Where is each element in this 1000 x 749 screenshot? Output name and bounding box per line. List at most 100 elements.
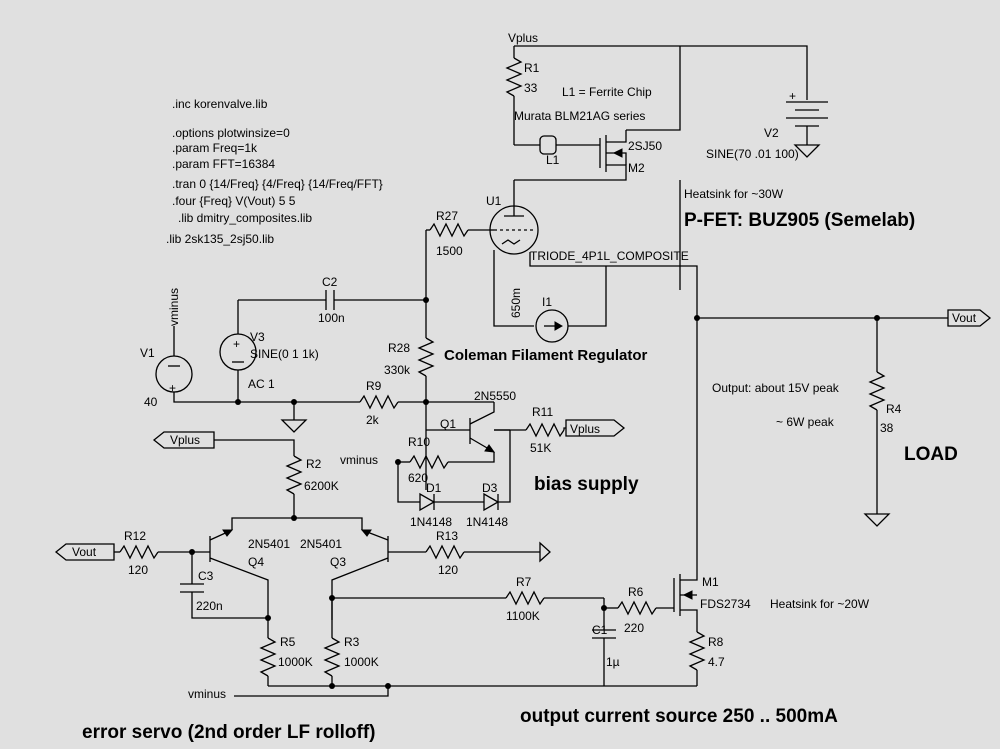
c2-value: 100n <box>318 311 345 325</box>
directive-tran: .tran 0 {14/Freq} {4/Freq} {14/Freq/FFT} <box>172 177 383 191</box>
v1-plus: + <box>169 381 176 395</box>
directive-options: .options plotwinsize=0 <box>172 126 290 140</box>
q3-value: 2N5401 <box>300 537 342 551</box>
net-label-vminus-v1: vminus <box>167 288 181 326</box>
voltage-source-v3: + V3 SINE(0 1 1k) AC 1 <box>219 300 319 402</box>
net-label-vminus-bias: vminus <box>340 453 378 467</box>
directive-lib-2sk135: .lib 2sk135_2sj50.lib <box>166 232 274 246</box>
resistor-r6: R6 220 <box>604 585 674 635</box>
current-source-i1: I1 650m <box>493 250 607 343</box>
r13-value: 120 <box>438 563 458 577</box>
directive-four: .four {Freq} V(Vout) 5 5 <box>172 194 296 208</box>
resistor-r3: R3 1000K <box>323 595 379 686</box>
r12-value: 120 <box>128 563 148 577</box>
c1-value: 1µ <box>606 655 620 669</box>
c1-ref: C1 <box>592 623 608 637</box>
vminus-rail: vminus <box>188 683 697 701</box>
d1-ref: D1 <box>426 481 442 495</box>
r8-value: 4.7 <box>708 655 725 669</box>
resistor-r2: R2 6200K <box>285 455 339 521</box>
bias-supply-label: bias supply <box>534 474 639 495</box>
r6-value: 220 <box>624 621 644 635</box>
m2-value: 2SJ50 <box>628 139 662 153</box>
resistor-r8: R8 4.7 <box>688 631 725 686</box>
r9-ref: R9 <box>366 379 382 393</box>
resistor-r28: R28 330k <box>384 300 435 402</box>
wire-cathode <box>529 252 698 565</box>
resistor-r13: R13 120 <box>425 529 551 577</box>
m2-ref: M2 <box>628 161 645 175</box>
resistor-r9: R9 2k <box>359 379 429 427</box>
u1-value: TRIODE_4P1L_COMPOSITE <box>530 249 689 263</box>
vplus-rail: Vplus <box>508 31 808 131</box>
net-label-vout-left: Vout <box>72 545 97 559</box>
resistor-r12: Vout R12 120 <box>54 529 210 577</box>
directive-param-freq: .param Freq=1k <box>172 141 258 155</box>
m1-ref: M1 <box>702 575 719 589</box>
i1-value: 650m <box>509 288 523 318</box>
ground-input <box>280 399 308 433</box>
capacitor-c2: C2 100n <box>238 275 429 325</box>
voltage-source-v1: + vminus V1 40 <box>140 288 360 409</box>
r5-value: 1000K <box>278 655 313 669</box>
d3-ref: D3 <box>482 481 498 495</box>
r3-ref: R3 <box>344 635 360 649</box>
r11-ref: R11 <box>532 405 553 419</box>
r3-value: 1000K <box>344 655 379 669</box>
r27-ref: R27 <box>436 209 458 223</box>
q1-ref: Q1 <box>440 417 456 431</box>
i1-ref: I1 <box>542 295 552 309</box>
r10-ref: R10 <box>408 435 430 449</box>
transistor-q4: 2N5401 Q4 <box>209 517 294 620</box>
q1-value: 2N5550 <box>474 389 516 403</box>
u1-ref: U1 <box>486 194 502 208</box>
v2-ref: V2 <box>764 126 779 140</box>
l1-note-1: L1 = Ferrite Chip <box>562 85 652 99</box>
r8-ref: R8 <box>708 635 724 649</box>
c3-value: 220n <box>196 599 223 613</box>
l1-ref: L1 <box>546 153 560 167</box>
directive-lib-composites: .lib dmitry_composites.lib <box>178 211 312 225</box>
pfet-note: P-FET: BUZ905 (Semelab) <box>684 210 915 231</box>
v3-ac: AC 1 <box>248 377 275 391</box>
r2-ref: R2 <box>306 457 322 471</box>
c2-ref: C2 <box>322 275 338 289</box>
spice-directives: .inc korenvalve.lib .options plotwinsize… <box>166 97 383 246</box>
v1-ref: V1 <box>140 346 155 360</box>
q4-value: 2N5401 <box>248 537 290 551</box>
r2-value: 6200K <box>304 479 339 493</box>
directive-inc: .inc korenvalve.lib <box>172 97 268 111</box>
vplus-flag-left: Vplus <box>152 431 295 456</box>
voltage-source-v2: + V2 SINE(70 .01 100) <box>706 89 828 161</box>
net-label-vplus-top: Vplus <box>508 31 538 45</box>
r7-ref: R7 <box>516 575 532 589</box>
m1-value: FDS2734 <box>700 597 751 611</box>
transistor-q1: 2N5550 Q1 <box>425 389 516 490</box>
c3-ref: C3 <box>198 569 214 583</box>
error-servo-title: error servo (2nd order LF rolloff) <box>82 722 375 743</box>
r9-value: 2k <box>366 413 380 427</box>
net-label-vplus-left: Vplus <box>170 433 200 447</box>
r28-ref: R28 <box>388 341 410 355</box>
output-peak-note: Output: about 15V peak <box>712 381 840 395</box>
r5-ref: R5 <box>280 635 296 649</box>
net-label-vplus-r11: Vplus <box>570 422 600 436</box>
net-label-vout-right: Vout <box>952 311 977 325</box>
current-source-title: output current source 250 .. 500mA <box>520 706 838 727</box>
heatsink-m2-note: Heatsink for ~30W <box>684 187 784 201</box>
r7-value: 1100K <box>506 609 540 623</box>
bias-network: vminus R10 620 D1 D3 1N4148 1N4148 <box>340 430 511 529</box>
transistor-q3: 2N5401 Q3 <box>294 517 426 620</box>
triode-u1: U1 TRIODE_4P1L_COMPOSITE <box>486 194 689 263</box>
r4-ref: R4 <box>886 402 902 416</box>
v2-value: SINE(70 .01 100) <box>706 147 799 161</box>
output-network: Vout R4 38 <box>697 309 992 527</box>
resistor-r7: R7 1100K <box>332 575 607 630</box>
r1-value: 33 <box>524 81 538 95</box>
q4-ref: Q4 <box>248 555 264 569</box>
d3-value: 1N4148 <box>466 515 508 529</box>
d1-value: 1N4148 <box>410 515 452 529</box>
r6-ref: R6 <box>628 585 644 599</box>
filament-note: Coleman Filament Regulator <box>444 347 648 364</box>
